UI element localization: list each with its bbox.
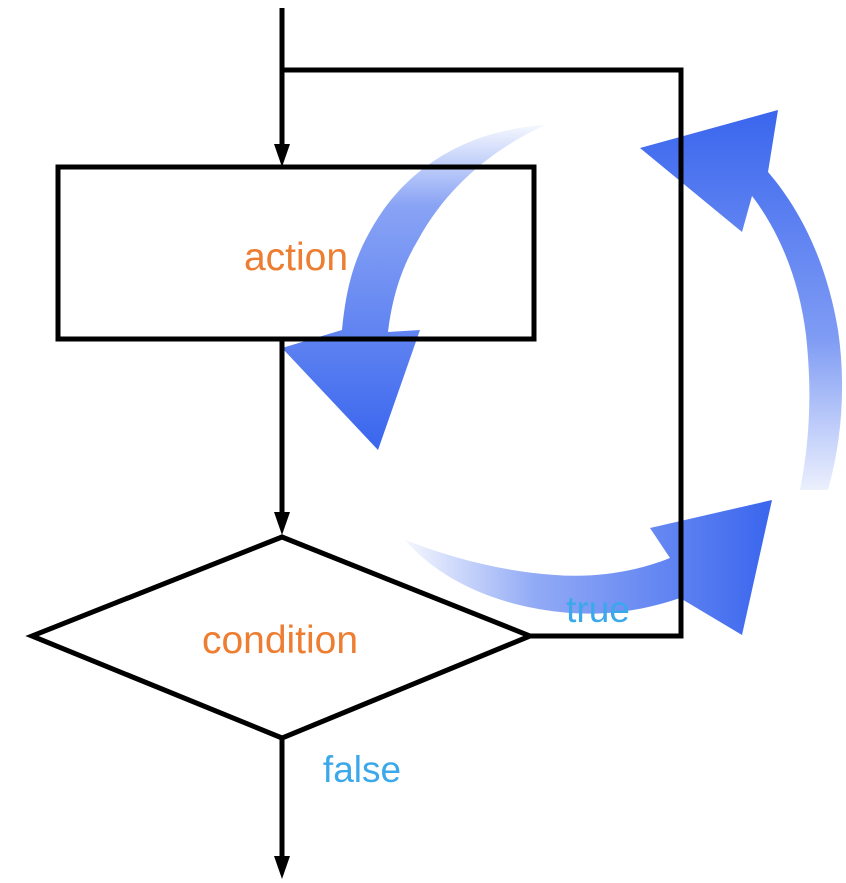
action-box (55, 164, 537, 342)
arrowhead-exit (274, 856, 290, 879)
condition-diamond (25, 534, 537, 741)
flow-lines (279, 8, 684, 862)
arrowhead-to-action (274, 144, 290, 167)
arrowhead-to-condition (274, 512, 290, 535)
false-branch-label: false (323, 749, 401, 790)
cycle-arrow-right (640, 110, 843, 490)
cycle-arrows-icon (282, 110, 843, 635)
arrowheads (274, 144, 290, 879)
loop-back-line (282, 67, 684, 639)
action-label: action (244, 236, 348, 279)
true-branch-label: true (566, 589, 630, 630)
cycle-arrow-left (282, 125, 545, 450)
condition-label: condition (202, 619, 358, 662)
